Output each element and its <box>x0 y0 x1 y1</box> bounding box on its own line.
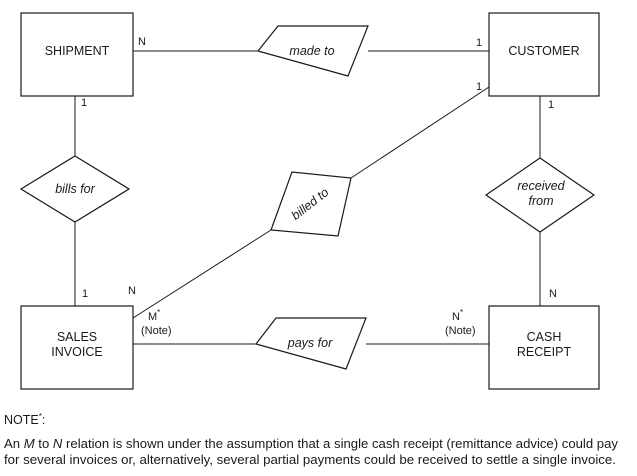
note-line-1-m: M <box>24 437 36 451</box>
card-shipment-made-to: N <box>138 36 146 48</box>
card-receipt-pays-for: N* <box>452 308 463 323</box>
entity-cash-receipt: CASH RECEIPT <box>488 305 600 390</box>
relationship-received-from: received from <box>484 157 596 233</box>
entity-shipment-box <box>20 12 134 97</box>
card-customer-made-to: 1 <box>476 37 482 49</box>
card-receipt-received-from: N <box>549 288 557 300</box>
card-customer-received-from: 1 <box>548 99 554 111</box>
relationship-made-to-label: made to <box>289 44 334 58</box>
note-line-1-part-1: An <box>4 437 24 451</box>
relationship-made-to: made to <box>256 25 369 77</box>
note-heading-asterisk: * <box>39 412 42 421</box>
entity-sales-invoice-box <box>20 305 134 390</box>
note-line-1: An M to N relation is shown under the as… <box>4 437 619 451</box>
relationship-received-from-label-line2: from <box>529 194 554 208</box>
card-customer-billed-to: 1 <box>476 81 482 93</box>
edge-billed-to-invoice <box>132 229 272 319</box>
entity-cash-receipt-box <box>488 305 600 390</box>
note-line-2: for several invoices or, alternatively, … <box>4 453 616 467</box>
relationship-billed-to-diamond <box>270 171 352 237</box>
entity-cash-receipt-label-line1: CASH <box>527 330 562 344</box>
card-invoice-bills-for: 1 <box>82 288 88 300</box>
relationship-bills-for: bills for <box>19 155 131 223</box>
card-invoice-billed-to: N <box>128 285 136 297</box>
card-invoice-pays-for-note: (Note) <box>141 325 172 337</box>
note-line-1-part-3: relation is shown under the assumption t… <box>62 437 618 451</box>
entity-customer: CUSTOMER <box>488 12 600 97</box>
relationship-bills-for-label: bills for <box>55 182 95 196</box>
relationship-billed-to: billed to <box>270 171 352 237</box>
card-invoice-pays-for-letter: M <box>148 311 157 323</box>
entity-cash-receipt-label-line2: RECEIPT <box>517 345 572 359</box>
note-heading-colon: : <box>42 413 45 427</box>
relationship-received-from-label-line1: received <box>517 179 565 193</box>
edges <box>74 50 541 345</box>
note: NOTE*: An M to N relation is shown under… <box>4 412 619 467</box>
relationship-received-from-diamond <box>484 157 596 233</box>
entity-shipment: SHIPMENT <box>20 12 134 97</box>
note-line-1-n: N <box>53 437 64 451</box>
entity-sales-invoice-label-line2: INVOICE <box>51 345 102 359</box>
relationship-pays-for-diamond <box>254 317 367 370</box>
relationship-pays-for: pays for <box>254 317 367 370</box>
card-receipt-pays-for-letter: N <box>452 311 460 323</box>
entity-sales-invoice-label-line1: SALES <box>57 330 97 344</box>
card-receipt-pays-for-note: (Note) <box>445 325 476 337</box>
entity-customer-label: CUSTOMER <box>508 44 579 58</box>
card-receipt-pays-for-asterisk: * <box>460 308 463 317</box>
relationship-pays-for-label: pays for <box>287 336 333 350</box>
card-invoice-pays-for-asterisk: * <box>157 308 160 317</box>
relationship-bills-for-diamond <box>19 155 131 223</box>
cardinalities: N 1 1 1 1 1 N M* (Note) N* (Note) N <box>81 36 557 337</box>
edge-customer-billed-to <box>350 86 490 179</box>
entity-customer-box <box>488 12 600 97</box>
note-heading-label: NOTE <box>4 413 39 427</box>
card-shipment-bills-for: 1 <box>81 97 87 109</box>
entity-sales-invoice: SALES INVOICE <box>20 305 134 390</box>
card-invoice-pays-for: M* <box>148 308 160 323</box>
note-heading: NOTE*: <box>4 412 45 427</box>
note-line-1-part-2: to <box>35 437 53 451</box>
relationship-made-to-diamond <box>256 25 369 77</box>
entity-shipment-label: SHIPMENT <box>45 44 110 58</box>
